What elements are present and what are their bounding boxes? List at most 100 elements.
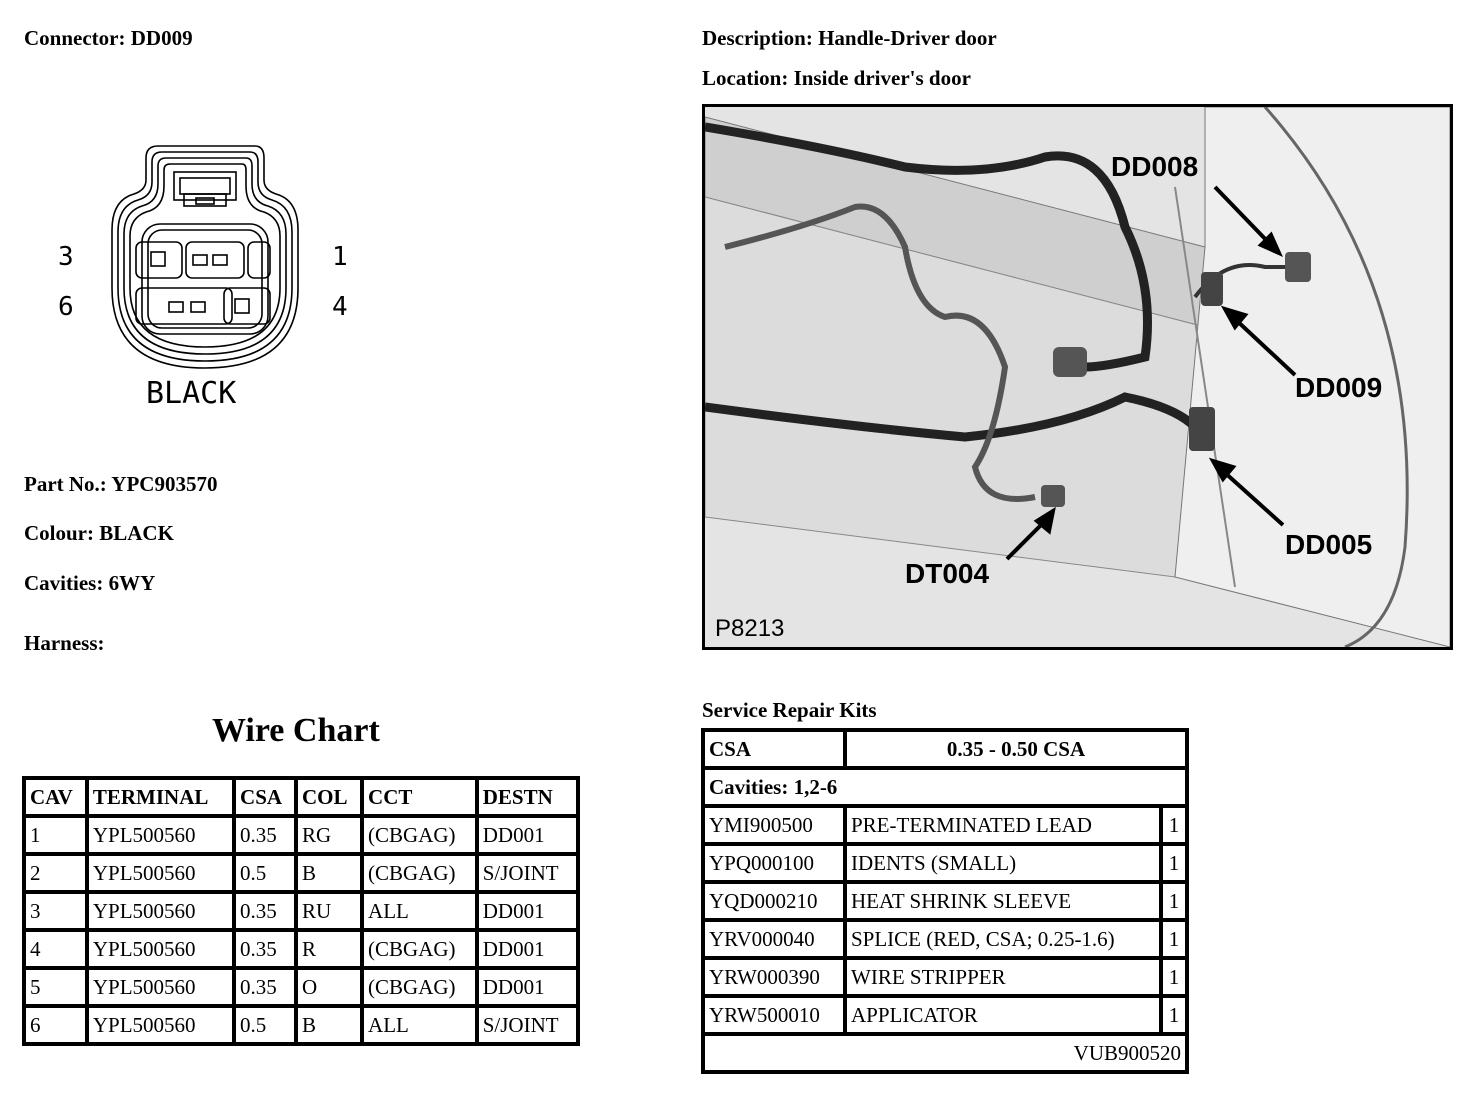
wire-chart-cell-terminal: YPL500560 (88, 932, 233, 966)
colour-label: Colour: (24, 521, 94, 545)
part-no-value: YPC903570 (111, 472, 218, 496)
kit-part-number: YQD000210 (705, 884, 843, 918)
pin-label-3: 3 (58, 242, 74, 272)
part-no-label: Part No.: (24, 472, 107, 496)
colour-line: Colour: BLACK (24, 521, 174, 546)
location-photo: DD008 DD009 DD005 DT004 P8213 (702, 104, 1453, 650)
callout-dd008: DD008 (1111, 151, 1199, 182)
wire-chart-cell-cav: 6 (26, 1008, 85, 1042)
wire-chart-header-terminal: TERMINAL (88, 780, 233, 814)
kit-cavities: Cavities: 1,2-6 (705, 770, 1185, 804)
location-line: Location: Inside driver's door (702, 66, 971, 91)
wire-chart-cell-col: RU (298, 894, 361, 928)
kit-part-number: YPQ000100 (705, 846, 843, 880)
wire-chart-cell-destn: S/JOINT (478, 856, 576, 890)
part-no-line: Part No.: YPC903570 (24, 472, 217, 497)
description-line: Description: Handle-Driver door (702, 26, 997, 51)
pin-label-6: 6 (58, 292, 74, 322)
kit-code: VUB900520 (705, 1036, 1185, 1070)
wire-chart-header-csa: CSA (236, 780, 295, 814)
connector-value: DD009 (130, 26, 193, 50)
wire-chart-cell-csa: 0.35 (236, 818, 295, 852)
kit-item-quantity: 1 (1163, 884, 1185, 918)
kit-code-row: VUB900520 (705, 1036, 1185, 1070)
cavities-line: Cavities: 6WY (24, 571, 155, 596)
wire-chart-cell-cct: (CBGAG) (364, 970, 475, 1004)
connector-outline-icon (111, 145, 299, 369)
location-value: Inside driver's door (793, 66, 971, 90)
wire-chart-cell-cct: (CBGAG) (364, 856, 475, 890)
wire-chart-cell-cct: (CBGAG) (364, 932, 475, 966)
wire-chart-cell-col: O (298, 970, 361, 1004)
kit-part-number: YRV000040 (705, 922, 843, 956)
wire-chart-cell-cav: 3 (26, 894, 85, 928)
callout-dd005: DD005 (1285, 529, 1373, 560)
repair-kits-table: CSA 0.35 - 0.50 CSA Cavities: 1,2-6 YMI9… (701, 728, 1189, 1074)
kit-item-description: HEAT SHRINK SLEEVE (847, 884, 1159, 918)
description-value: Handle-Driver door (818, 26, 997, 50)
cavities-row: Cavities: 1,2-6 (705, 770, 1185, 804)
wire-chart-cell-col: R (298, 932, 361, 966)
cavities-value: 6WY (108, 571, 156, 595)
wire-chart-cell-cav: 4 (26, 932, 85, 966)
kit-part-number: YRW500010 (705, 998, 843, 1032)
description-label: Description: (702, 26, 813, 50)
wire-chart-cell-cct: (CBGAG) (364, 818, 475, 852)
wire-chart-cell-col: B (298, 856, 361, 890)
wire-chart-cell-destn: DD001 (478, 932, 576, 966)
colour-value: BLACK (99, 521, 174, 545)
wire-chart-cell-csa: 0.5 (236, 1008, 295, 1042)
wire-chart-cell-destn: S/JOINT (478, 1008, 576, 1042)
wire-chart-cell-col: RG (298, 818, 361, 852)
wire-chart-title: Wire Chart (212, 712, 380, 749)
wire-chart-cell-destn: DD001 (478, 894, 576, 928)
wire-chart-cell-terminal: YPL500560 (88, 818, 233, 852)
wire-chart-cell-csa: 0.35 (236, 932, 295, 966)
kit-item-description: IDENTS (SMALL) (847, 846, 1159, 880)
wire-chart-cell-terminal: YPL500560 (88, 856, 233, 890)
kit-item-description: PRE-TERMINATED LEAD (847, 808, 1159, 842)
kit-item-quantity: 1 (1163, 960, 1185, 994)
kit-item-description: SPLICE (RED, CSA; 0.25-1.6) (847, 922, 1159, 956)
connector-colour-text: BLACK (146, 376, 237, 411)
wire-chart-cell-cav: 5 (26, 970, 85, 1004)
wire-chart-cell-csa: 0.35 (236, 894, 295, 928)
callout-dt004: DT004 (905, 558, 990, 589)
wire-chart-cell-col: B (298, 1008, 361, 1042)
wire-chart-cell-cav: 2 (26, 856, 85, 890)
csa-row: CSA 0.35 - 0.50 CSA (705, 732, 1185, 766)
kit-item-quantity: 1 (1163, 846, 1185, 880)
wire-chart-cell-terminal: YPL500560 (88, 894, 233, 928)
figure-id: P8213 (715, 615, 785, 642)
wire-chart-header-col: COL (298, 780, 361, 814)
wire-chart-header-cav: CAV (26, 780, 85, 814)
wire-chart-header-cct: CCT (364, 780, 475, 814)
wire-chart-cell-cav: 1 (26, 818, 85, 852)
kit-item-description: APPLICATOR (847, 998, 1159, 1032)
csa-label: CSA (705, 732, 843, 766)
kit-item-quantity: 1 (1163, 998, 1185, 1032)
wire-chart-cell-terminal: YPL500560 (88, 970, 233, 1004)
kit-part-number: YRW000390 (705, 960, 843, 994)
location-label: Location: (702, 66, 789, 90)
repair-kits-title: Service Repair Kits (702, 698, 877, 722)
wire-chart-cell-csa: 0.5 (236, 856, 295, 890)
wire-chart-cell-csa: 0.35 (236, 970, 295, 1004)
kit-part-number: YMI900500 (705, 808, 843, 842)
cavities-label: Cavities: (24, 571, 104, 595)
connector-label: Connector: (24, 26, 126, 50)
pin-label-1: 1 (332, 242, 348, 272)
